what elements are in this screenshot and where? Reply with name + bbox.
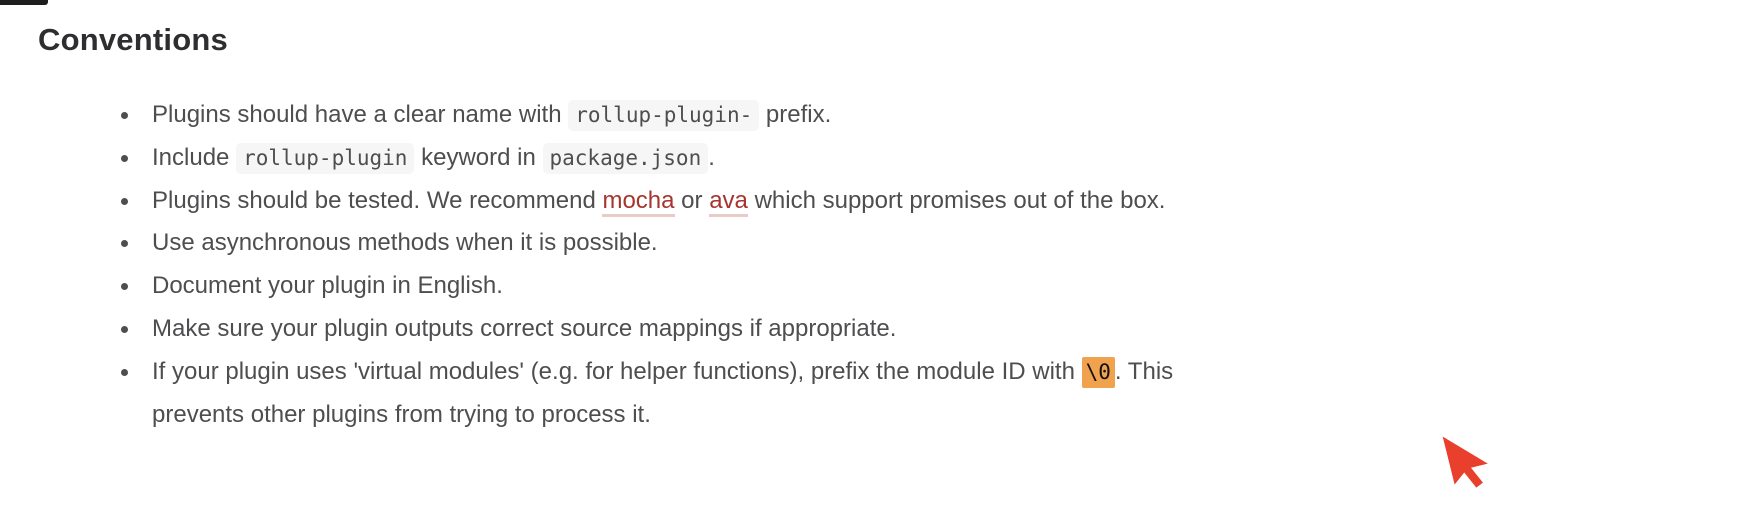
- bullet-marker: [121, 368, 128, 376]
- text-run: Include: [152, 143, 237, 171]
- text-run: Plugins should have a clear name with: [152, 101, 569, 128]
- text-run: Make sure your plugin outputs correct so…: [152, 314, 897, 342]
- list-item: Plugins should be tested. We recommend m…: [121, 180, 1592, 223]
- bullet-marker: [121, 154, 128, 162]
- text-run: Use asynchronous methods when it is poss…: [152, 229, 658, 257]
- text-run: keyword in: [414, 143, 543, 171]
- clipped-element-top-left: [0, 0, 48, 5]
- bullet-marker: [121, 325, 128, 333]
- ava-link[interactable]: ava: [709, 186, 748, 217]
- text-run: . This: [1114, 357, 1174, 385]
- list-item: Use asynchronous methods when it is poss…: [121, 222, 1592, 265]
- inline-code: rollup-plugin-: [568, 100, 760, 131]
- text-run: If your plugin uses 'virtual modules' (e…: [152, 357, 1082, 385]
- text-run: Plugins should be tested. We recommend: [152, 186, 603, 214]
- list-item: Document your plugin in English.: [121, 265, 1592, 308]
- inline-code: package.json: [542, 142, 709, 174]
- list-item: Include rollup-plugin keyword in package…: [121, 137, 1592, 180]
- text-run: Document your plugin in English.: [152, 272, 503, 300]
- list-item: Plugins should have a clear name with ro…: [121, 94, 1592, 137]
- inline-code: rollup-plugin: [236, 142, 415, 174]
- text-run: .: [708, 143, 715, 171]
- text-run: or: [674, 186, 710, 214]
- bullet-marker: [121, 283, 128, 291]
- text-run: prefix.: [759, 101, 832, 128]
- bullet-marker: [121, 197, 128, 205]
- list-item: If your plugin uses 'virtual modules' (e…: [121, 351, 1592, 437]
- text-run: which support promises out of the box.: [747, 186, 1166, 214]
- cursor-pointer: [1442, 436, 1488, 488]
- list-item: Make sure your plugin outputs correct so…: [121, 308, 1592, 351]
- highlighted-inline-code: \0: [1081, 356, 1115, 388]
- mocha-link[interactable]: mocha: [602, 186, 675, 217]
- bullet-marker: [121, 240, 128, 248]
- section-heading: Conventions: [38, 22, 228, 57]
- bullet-marker: [121, 112, 128, 119]
- text-run: prevents other plugins from trying to pr…: [152, 400, 651, 428]
- conventions-list: Plugins should have a clear name with ro…: [121, 94, 1592, 437]
